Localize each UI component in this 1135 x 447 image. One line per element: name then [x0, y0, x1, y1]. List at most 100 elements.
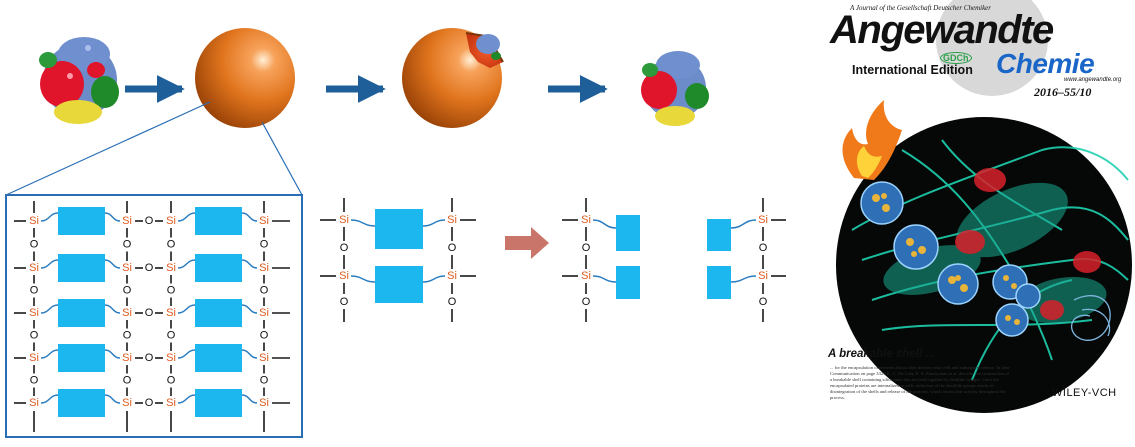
- si-atom: Si: [29, 262, 39, 274]
- o-atom: O: [340, 296, 349, 308]
- linker-block: [195, 389, 242, 417]
- si-atom: Si: [166, 352, 176, 364]
- linker-block: [375, 266, 423, 303]
- linker-block: [375, 209, 423, 249]
- o-atom: O: [448, 296, 457, 308]
- linker-arm: [177, 394, 196, 404]
- capsule-broken: [402, 28, 504, 128]
- o-atom: O: [448, 242, 457, 254]
- linker-arm: [104, 259, 121, 269]
- si-atom: Si: [122, 262, 132, 274]
- linker-arm: [104, 394, 121, 404]
- linker-block: [58, 389, 105, 417]
- o-atom: O: [167, 374, 176, 386]
- linker-arm: [350, 275, 376, 283]
- o-atom: O: [123, 374, 132, 386]
- o-atom: O: [145, 352, 154, 364]
- linker-arm: [40, 304, 59, 314]
- journal-cover: A Journal of the Gesellschaft Deutscher …: [812, 0, 1135, 447]
- o-atom: O: [260, 329, 269, 341]
- linker-block: [58, 207, 105, 235]
- o-atom: O: [582, 296, 591, 308]
- linker-arm: [241, 212, 258, 222]
- o-atom: O: [340, 242, 349, 254]
- linker-arm: [241, 259, 258, 269]
- si-atom: Si: [259, 215, 269, 227]
- publisher-logo: WILEY-VCH: [1052, 387, 1117, 399]
- si-atom: Si: [581, 270, 591, 282]
- linker-block: [707, 266, 731, 299]
- o-atom: O: [167, 238, 176, 250]
- zoom-line-left: [5, 101, 211, 196]
- o-atom: O: [145, 215, 154, 227]
- si-atom: Si: [166, 262, 176, 274]
- o-atom: O: [145, 397, 154, 409]
- linker-arm: [350, 219, 376, 227]
- si-atom: Si: [122, 397, 132, 409]
- zoom-line-right: [261, 121, 303, 196]
- o-atom: O: [167, 284, 176, 296]
- journal-society-line: A Journal of the Gesellschaft Deutscher …: [850, 4, 992, 12]
- si-atom: Si: [259, 352, 269, 364]
- o-atom: O: [260, 374, 269, 386]
- linker-arm: [592, 219, 617, 229]
- linker-arm: [104, 349, 121, 359]
- si-atom: Si: [29, 352, 39, 364]
- linker-arm: [104, 304, 121, 314]
- protein-released: [641, 51, 709, 126]
- linker-block: [58, 254, 105, 282]
- si-atom: Si: [339, 270, 349, 282]
- linker-block: [58, 344, 105, 372]
- network-frame: [5, 194, 303, 438]
- linker-arm: [241, 394, 258, 404]
- linker-block: [707, 219, 731, 251]
- o-atom: O: [30, 284, 39, 296]
- linker-arm: [40, 349, 59, 359]
- si-atom: Si: [29, 397, 39, 409]
- si-atom: Si: [29, 307, 39, 319]
- linker-arm: [177, 349, 196, 359]
- linker-arm: [730, 275, 757, 283]
- linker-block: [195, 254, 242, 282]
- linker-arm: [422, 219, 446, 227]
- o-atom: O: [759, 242, 768, 254]
- capsule-intact: [195, 28, 295, 128]
- o-atom: O: [30, 238, 39, 250]
- si-atom: Si: [758, 270, 768, 282]
- si-atom: Si: [758, 214, 768, 226]
- cover-feature-text: ... for the encapsulation of proteins al…: [830, 365, 1010, 400]
- capsule-bubbles: [860, 181, 1041, 337]
- o-atom: O: [30, 329, 39, 341]
- si-atom: Si: [259, 262, 269, 274]
- o-atom: O: [260, 284, 269, 296]
- linker-block: [195, 299, 242, 327]
- si-atom: Si: [259, 397, 269, 409]
- si-atom: Si: [29, 215, 39, 227]
- linker-block: [195, 207, 242, 235]
- o-atom: O: [759, 296, 768, 308]
- linker-arm: [241, 304, 258, 314]
- linker-arm: [40, 259, 59, 269]
- journal-edition: International Edition: [852, 63, 973, 77]
- si-atom: Si: [447, 270, 457, 282]
- o-atom: O: [123, 284, 132, 296]
- linker-arm: [241, 349, 258, 359]
- linker-block: [616, 266, 640, 299]
- linker-block: [616, 215, 640, 251]
- linker-arm: [422, 275, 446, 283]
- linker-block: [58, 299, 105, 327]
- protein-native: [39, 37, 119, 124]
- linker-arm: [177, 212, 196, 222]
- journal-website: www.angewandte.org: [1064, 77, 1122, 83]
- journal-title-chemie: Chemie: [996, 48, 1095, 79]
- linker-arm: [177, 304, 196, 314]
- si-atom: Si: [122, 215, 132, 227]
- linker-arm: [592, 275, 617, 283]
- ribbon-doodle: [1071, 295, 1111, 341]
- arrow-cleavage: [505, 227, 549, 259]
- silica-network: SiOSiOSiOSiOSiSiOSiOSiOSiOSiSiOSiOSiOSiO…: [14, 201, 290, 432]
- journal-title-angewandte: Angewandte: [830, 8, 1054, 52]
- o-atom: O: [582, 242, 591, 254]
- cover-artwork: [836, 0, 1132, 413]
